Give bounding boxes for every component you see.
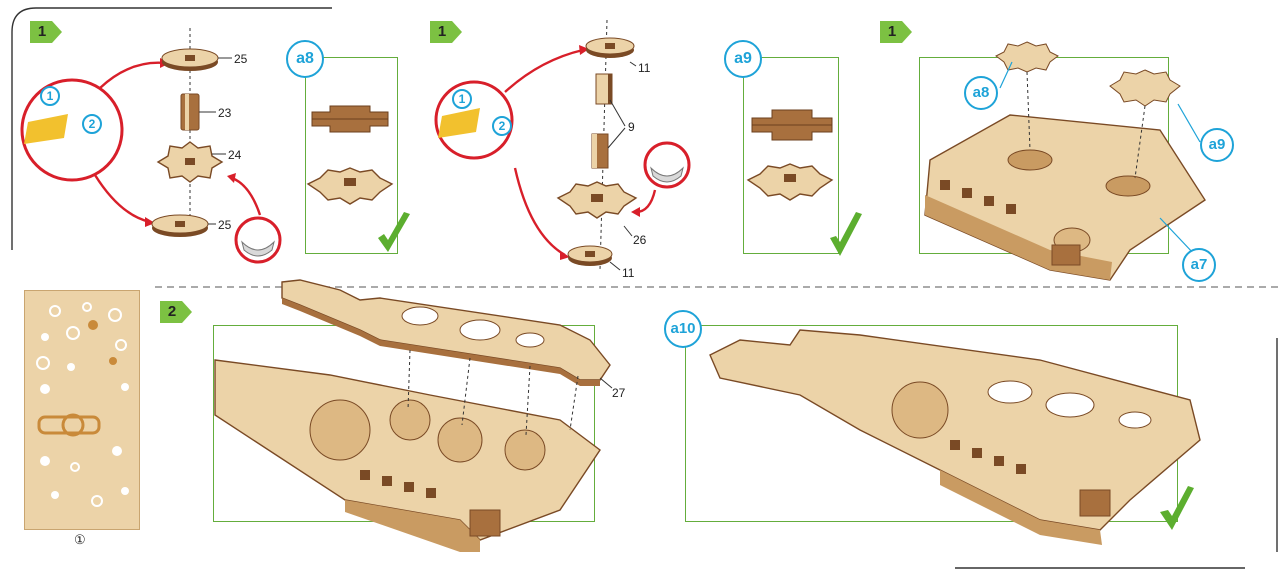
part-number-25-bottom: 25 xyxy=(218,218,232,232)
callout-a9-assembly: a9 xyxy=(1200,128,1234,162)
part-number-23: 23 xyxy=(218,106,232,120)
part-number-11-top: 11 xyxy=(638,61,651,75)
part-number-11-bottom: 11 xyxy=(622,266,635,280)
part-number-25-top: 25 xyxy=(234,52,248,66)
callout-a8-detail: a8 xyxy=(286,40,324,78)
check-mark-icon xyxy=(378,212,410,252)
green-arrow-flag-icon xyxy=(880,21,912,43)
tool-step-brush-b: 2 xyxy=(492,116,512,136)
callout-a8-assembly: a8 xyxy=(964,76,998,110)
step-badge-1b: 1 xyxy=(430,21,462,43)
sheet-label: ① xyxy=(74,532,86,547)
step-badge-1c: 1 xyxy=(880,21,912,43)
callout-a10-final: a10 xyxy=(664,310,702,348)
check-mark-icon xyxy=(830,212,862,256)
plywood-sheet xyxy=(24,290,140,530)
green-arrow-flag-icon xyxy=(30,21,62,43)
part-number-26: 26 xyxy=(633,233,647,247)
callout-a7-assembly: a7 xyxy=(1182,248,1216,282)
part-number-24: 24 xyxy=(228,148,242,162)
detail-frame-a9 xyxy=(743,57,839,254)
step-badge-2: 2 xyxy=(160,301,192,323)
detail-frame-a8 xyxy=(305,57,398,254)
check-mark-icon xyxy=(1160,486,1194,530)
step-badge-1a: 1 xyxy=(30,21,62,43)
part-number-27: 27 xyxy=(612,386,626,400)
part-number-9: 9 xyxy=(628,120,635,134)
callout-a9-detail: a9 xyxy=(724,40,762,78)
tool-step-glue-b: 1 xyxy=(452,89,472,109)
sheet-cutouts xyxy=(36,302,129,507)
green-arrow-flag-icon xyxy=(160,301,192,323)
green-arrow-flag-icon xyxy=(430,21,462,43)
tool-step-glue-a: 1 xyxy=(40,86,60,106)
tool-step-brush-a: 2 xyxy=(82,114,102,134)
